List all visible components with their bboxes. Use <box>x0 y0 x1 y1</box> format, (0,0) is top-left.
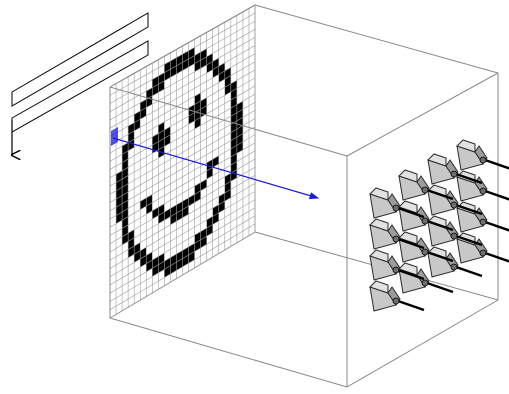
grid-line-horizontal <box>109 191 256 278</box>
sensor-lens <box>421 217 429 225</box>
sensor-cable <box>484 189 509 201</box>
sensor-unit <box>369 280 425 312</box>
sensor-lens <box>421 186 429 194</box>
grid-screen <box>109 4 256 319</box>
sensor-cable <box>484 220 509 232</box>
sensor-lens <box>479 218 487 226</box>
sensor-cable <box>484 251 509 263</box>
grid-line-horizontal <box>109 20 256 104</box>
sensor-cable <box>397 237 425 250</box>
sensor-cable <box>455 172 483 185</box>
right-arrow-icon <box>112 137 320 200</box>
grid-line-horizontal <box>109 12 256 96</box>
sensor-top <box>398 231 418 245</box>
sensor-lens <box>450 263 458 271</box>
grid-line-horizontal <box>109 77 256 162</box>
sensor-unit <box>398 262 454 294</box>
grid-line-horizontal <box>109 174 256 261</box>
sensor-cable <box>397 268 425 281</box>
sensor-top <box>398 200 418 214</box>
grid-line-horizontal <box>109 183 256 269</box>
sensor-lens <box>392 204 400 212</box>
sensor-lens <box>479 187 487 195</box>
grid-line-horizontal <box>109 93 256 179</box>
sensor-cable <box>397 299 425 312</box>
sensor-unit <box>398 200 454 232</box>
grid-line-horizontal <box>109 45 256 129</box>
ray-source-marker <box>111 127 118 146</box>
sensor-lens <box>421 279 429 287</box>
sensor-cable <box>484 158 509 170</box>
sensor-unit <box>398 169 454 201</box>
sensor-unit <box>369 249 425 281</box>
grid-line-horizontal <box>109 207 256 294</box>
cube-edge-back-top <box>254 4 499 74</box>
grid-line-horizontal <box>109 158 256 245</box>
sensor-unit <box>456 232 509 264</box>
sensor-lens <box>392 235 400 243</box>
sensor-unit <box>398 231 454 263</box>
grid-line-horizontal <box>109 199 256 286</box>
sensor-lens <box>479 249 487 257</box>
sensor-cable <box>426 219 454 232</box>
cube-edge-depth-top-right <box>346 72 499 157</box>
sensor-array <box>369 139 509 312</box>
sensor-top <box>369 218 389 232</box>
sensor-lens <box>450 201 458 209</box>
grid-line-horizontal <box>109 102 256 187</box>
sensor-top <box>398 262 418 276</box>
scan-bands <box>11 12 149 155</box>
grid-line-horizontal <box>109 61 256 146</box>
sensor-unit <box>456 170 509 202</box>
grid-line-horizontal <box>109 110 256 195</box>
grid-line-horizontal <box>109 134 256 220</box>
sensor-top <box>456 139 476 153</box>
grid-line-horizontal <box>109 37 256 121</box>
cube-edge-front-bottom <box>109 317 348 388</box>
sensor-top <box>369 280 389 294</box>
sensor-cable <box>455 265 483 278</box>
grid-line-horizontal <box>109 142 256 228</box>
sensor-unit <box>456 139 509 171</box>
sensor-lens <box>392 297 400 305</box>
grid-line-horizontal <box>109 215 256 302</box>
cube-edge-front-top <box>109 86 348 157</box>
grid-line-horizontal <box>109 150 256 236</box>
sensor-cable <box>426 250 454 263</box>
sensor-unit <box>369 187 425 219</box>
sensor-lens <box>450 232 458 240</box>
light-ray <box>111 127 320 200</box>
sensor-unit <box>427 153 483 185</box>
sensor-cable <box>426 281 454 294</box>
cube-front-edges <box>109 4 499 388</box>
grid-line-horizontal <box>109 69 256 154</box>
grid-line-horizontal <box>109 118 256 203</box>
cube-edge-depth-bottom-right <box>346 299 499 388</box>
sensor-lens <box>479 156 487 164</box>
sensor-cable <box>455 234 483 247</box>
scan-band <box>11 12 149 107</box>
sensor-lens <box>392 266 400 274</box>
sensor-top <box>427 153 447 167</box>
grid-line-horizontal <box>109 223 256 311</box>
sensor-lens <box>421 248 429 256</box>
grid-line-horizontal <box>109 29 256 113</box>
sensor-top <box>369 249 389 263</box>
sensor-cable <box>455 203 483 216</box>
sensor-top <box>369 187 389 201</box>
sensor-cable <box>426 188 454 201</box>
sensor-cable <box>397 206 425 219</box>
sensor-top <box>398 169 418 183</box>
grid-line-horizontal <box>109 53 256 137</box>
grid-line-horizontal <box>109 126 256 212</box>
cube-edge-depth-top-left <box>109 4 256 88</box>
grid-line-horizontal <box>109 85 256 170</box>
sensor-unit <box>456 201 509 233</box>
sensor-lens <box>450 170 458 178</box>
sensor-unit <box>369 218 425 250</box>
grid-line-horizontal <box>109 166 256 253</box>
